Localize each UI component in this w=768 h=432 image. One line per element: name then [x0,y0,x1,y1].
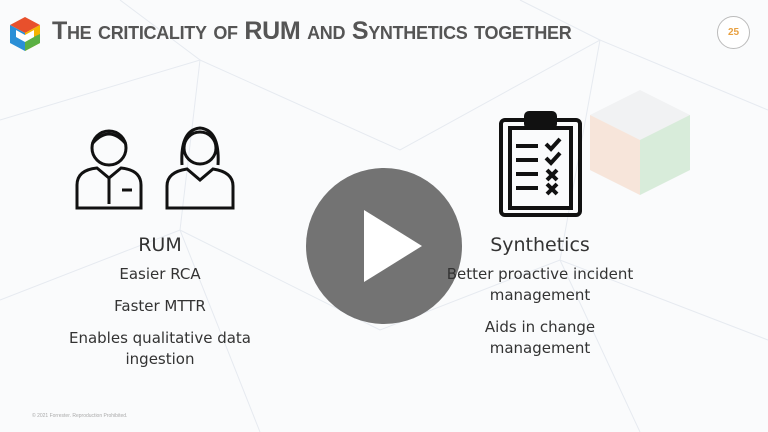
play-icon [364,210,422,282]
clipboard-checklist-icon [499,111,582,217]
page-number: 25 [717,16,750,49]
slide-title: The criticality of RUM and Synthetics to… [52,17,572,45]
copyright-footer: © 2021 Forrester. Reproduction Prohibite… [32,413,128,419]
synthetics-item: Better proactive incident management [446,265,634,304]
rum-item: Easier RCA [119,265,201,283]
rum-column: RUM Easier RCA Faster MTTR Enables quali… [40,234,280,370]
rum-item: Enables qualitative data ingestion [68,329,251,368]
faded-logo [590,90,690,195]
synthetics-item: Aids in change management [484,318,596,357]
rum-heading: RUM [138,234,182,256]
company-logo [10,17,40,51]
people-icon [75,126,235,210]
synthetics-column: Synthetics Better proactive incident man… [430,234,650,359]
rum-item: Faster MTTR [114,297,206,315]
synthetics-heading: Synthetics [490,234,590,256]
play-button[interactable] [306,168,462,324]
